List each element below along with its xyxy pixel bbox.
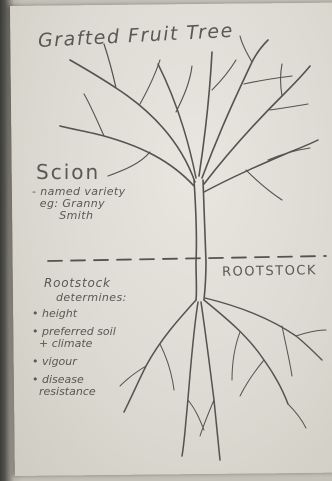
trunk-right: [203, 180, 206, 300]
rootstock-label: ROOTSTOCK: [222, 263, 317, 280]
factor-item: height: [32, 308, 172, 320]
root-far-right: [205, 298, 322, 360]
factor-item: preferred soil + climate: [32, 326, 172, 350]
root-right: [204, 300, 288, 404]
rootstock-factor-list: height preferred soil + climate vigour d…: [32, 308, 172, 404]
rootstock-subheading: determines:: [56, 291, 127, 304]
factor-item: disease resistance: [32, 374, 172, 398]
scion-heading: Scion: [36, 160, 100, 184]
rootstock-heading: Rootstock: [44, 276, 111, 290]
trunk-left: [194, 180, 196, 300]
scion-note: - named variety eg: Granny Smith: [32, 186, 126, 222]
root-center: [201, 302, 220, 460]
factor-item: vigour: [32, 356, 172, 368]
root-center-left: [182, 302, 198, 456]
graft-line: [48, 256, 326, 261]
